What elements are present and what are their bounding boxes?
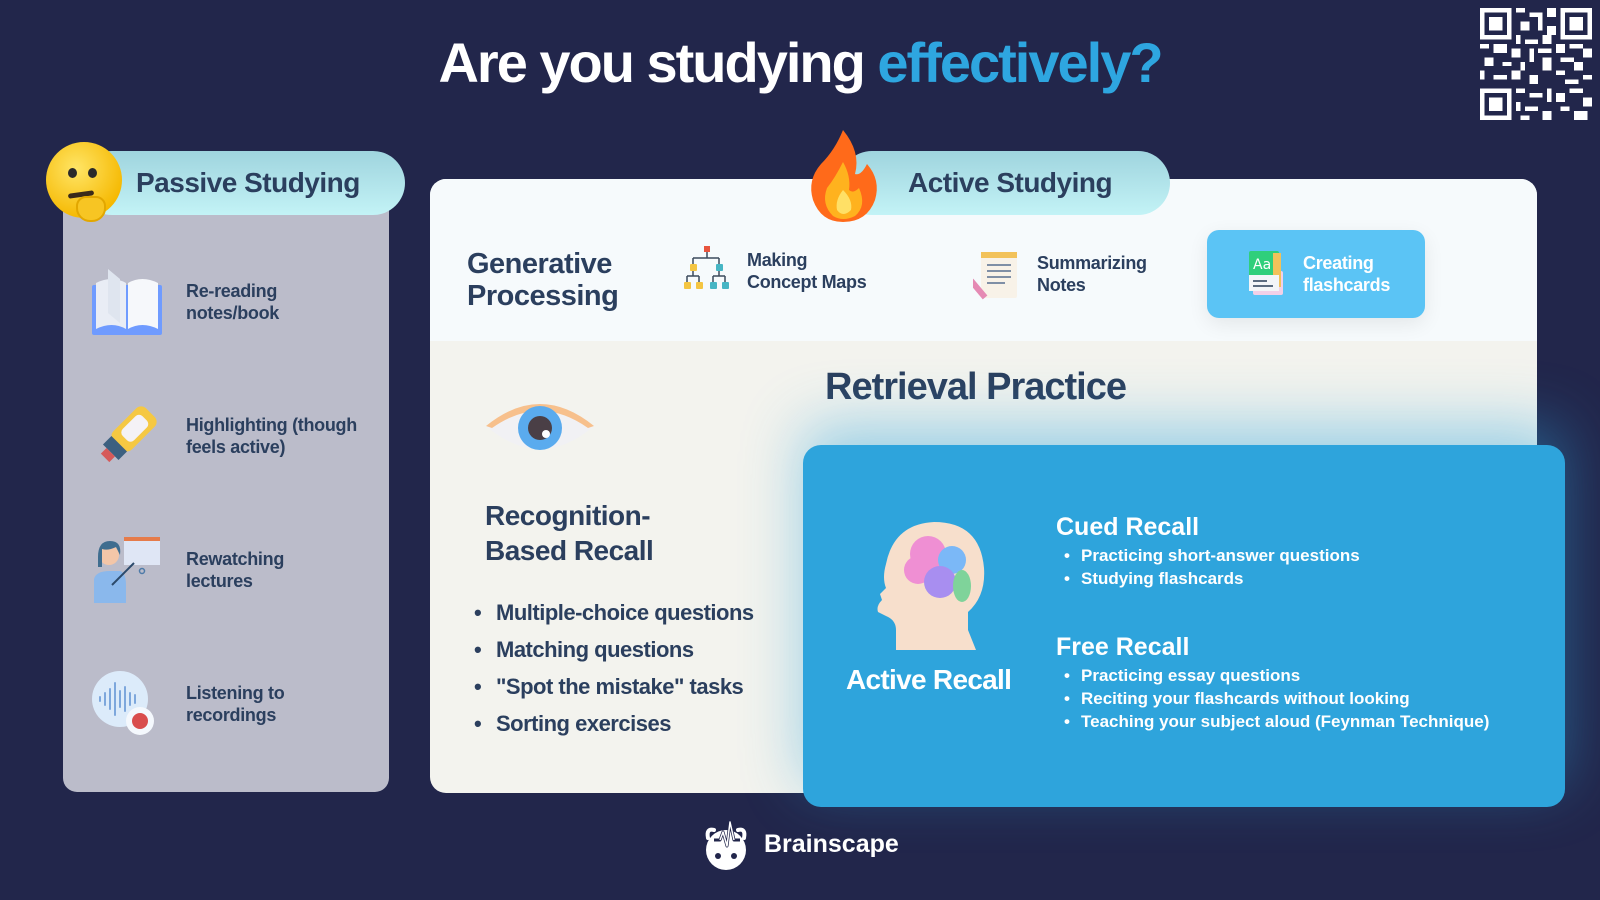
list-item: Reciting your flashcards without looking — [1064, 689, 1489, 712]
brain-head-icon — [877, 522, 985, 650]
list-item: Practicing short-answer questions — [1064, 546, 1360, 569]
passive-studying-heading: Passive Studying — [80, 151, 405, 215]
brainscape-logo[interactable]: Brainscape — [700, 818, 899, 870]
recognition-recall-list: Multiple-choice questions Matching quest… — [474, 600, 754, 748]
free-recall-title: Free Recall — [1056, 633, 1190, 661]
lecture-presenter-icon — [94, 537, 160, 603]
active-heading-label: Active Studying — [908, 167, 1113, 198]
audio-recording-icon — [92, 671, 154, 735]
generative-processing-title: Generative Processing — [467, 248, 619, 312]
brand-name: Brainscape — [764, 829, 899, 858]
concept-map-icon — [684, 246, 729, 289]
list-item: "Spot the mistake" tasks — [474, 674, 754, 711]
cued-recall-list: Practicing short-answer questions Studyi… — [1064, 546, 1360, 592]
brainscape-mascot-icon — [705, 820, 747, 870]
page-title: Are you studying effectively? — [0, 30, 1600, 95]
list-item: Multiple-choice questions — [474, 600, 754, 637]
title-prefix: Are you studying — [438, 31, 865, 94]
fire-emoji-icon — [811, 130, 877, 222]
open-book-icon — [92, 269, 162, 335]
list-item: Matching questions — [474, 637, 754, 674]
active-recall-title: Active Recall — [846, 664, 1012, 695]
free-recall-list: Practicing essay questions Reciting your… — [1064, 666, 1489, 735]
highlighter-icon — [100, 406, 157, 463]
active-studying-heading: Active Studying — [840, 151, 1170, 215]
eye-icon — [486, 404, 594, 450]
list-item: Teaching your subject aloud (Feynman Tec… — [1064, 712, 1489, 735]
list-item: Studying flashcards — [1064, 569, 1360, 592]
list-item: Sorting exercises — [474, 711, 754, 748]
retrieval-practice-title: Retrieval Practice — [825, 366, 1127, 408]
title-accent: effectively? — [877, 31, 1163, 94]
list-item: Practicing essay questions — [1064, 666, 1489, 689]
svg-text:Aa: Aa — [1253, 257, 1271, 273]
thinking-face-emoji-icon — [46, 142, 122, 222]
passive-heading-label: Passive Studying — [136, 167, 360, 198]
recognition-based-recall-title: Recognition- Based Recall — [485, 500, 654, 566]
qr-code-icon[interactable] — [1480, 8, 1592, 120]
flashcards-icon: Aa — [1249, 251, 1283, 295]
notepad-icon — [973, 252, 1017, 300]
cued-recall-title: Cued Recall — [1056, 513, 1200, 541]
